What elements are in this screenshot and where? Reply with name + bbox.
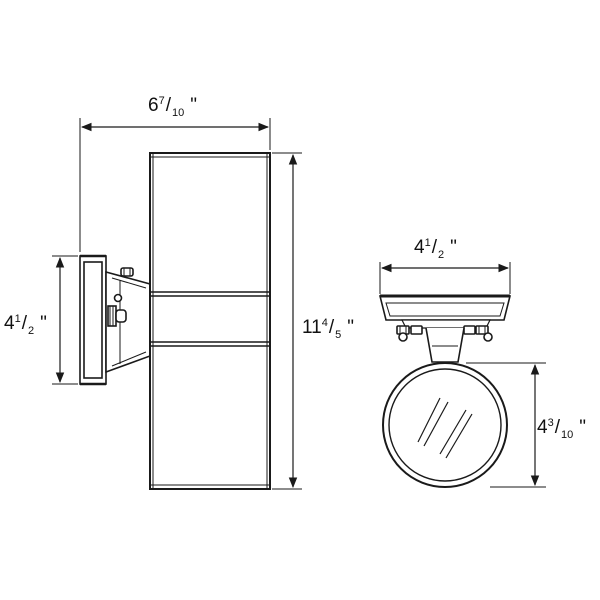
dim-top-width <box>379 262 511 294</box>
side-view <box>79 152 271 490</box>
side-knob <box>107 305 117 327</box>
top-view <box>378 294 512 488</box>
label-top-width: 41/2" <box>414 237 457 261</box>
label-side-height: 114/5" <box>302 317 355 341</box>
fixture-cylinder <box>149 152 271 490</box>
side-screw <box>113 293 123 303</box>
top-screw <box>120 267 134 277</box>
top-screw-right <box>463 325 493 342</box>
lens-inner <box>388 368 502 482</box>
label-top-depth: 43/10" <box>537 417 586 441</box>
dim-side-height <box>272 152 302 490</box>
top-neck <box>425 327 465 363</box>
dim-mount-height <box>52 255 78 385</box>
dim-side-width <box>79 118 271 252</box>
label-side-width: 67/10" <box>148 95 197 119</box>
label-mount-height: 41/2" <box>4 313 47 337</box>
top-screw-left <box>396 325 423 342</box>
dim-top-depth <box>466 362 546 488</box>
lens-outer <box>382 362 508 488</box>
lens-glare <box>417 397 441 443</box>
